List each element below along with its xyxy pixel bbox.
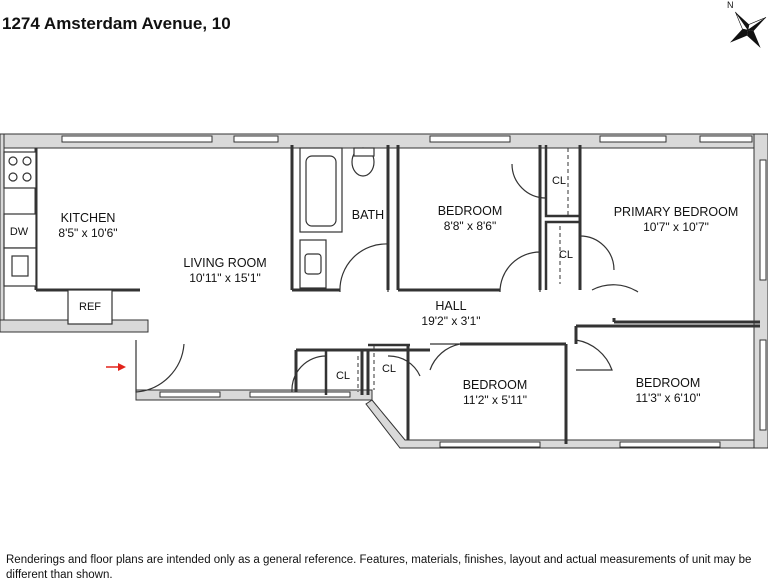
closet2-door: [579, 235, 615, 271]
bath-door: [339, 243, 389, 293]
hall-dims: 19'2" x 3'1": [421, 314, 480, 328]
living-room-dims: 10'11" x 15'1": [189, 271, 261, 285]
bedroom-1-label: BEDROOM: [438, 204, 503, 218]
burner-icon: [22, 156, 32, 166]
kitchen-fixtures: [3, 151, 113, 325]
closet1-door: [511, 163, 547, 199]
living-room-label: LIVING ROOM: [183, 256, 266, 270]
bedroom3-door: [575, 339, 613, 371]
compass-icon: N: [727, 0, 767, 49]
burner-icon: [8, 172, 18, 182]
dishwasher-label: DW: [10, 226, 29, 238]
closet3-door: [291, 355, 327, 393]
page-title: 1274 Amsterdam Avenue, 10: [2, 14, 231, 33]
closet-label: CL: [336, 370, 350, 382]
entry-arrow-icon: [106, 363, 126, 371]
burner-icon: [8, 156, 18, 166]
closet4-door: [387, 355, 421, 377]
primary-bedroom-dims: 10'7" x 10'7": [643, 220, 709, 234]
burner-icon: [22, 172, 32, 182]
bath-fixtures: [299, 147, 375, 289]
windows: [61, 135, 767, 448]
closet-label: CL: [559, 249, 573, 261]
primary-bedroom-label: PRIMARY BEDROOM: [614, 205, 739, 219]
bedroom-3-dims: 11'3" x 6'10": [636, 391, 701, 405]
bedroom2-door: [429, 343, 461, 371]
bedroom-3-label: BEDROOM: [636, 376, 701, 390]
kitchen-dims: 8'5" x 10'6": [58, 226, 117, 240]
disclaimer-text: Renderings and floor plans are intended …: [6, 554, 752, 581]
stove-icon: [3, 151, 37, 189]
vanity-icon: [299, 239, 327, 289]
bedroom-1-dims: 8'8" x 8'6": [444, 219, 496, 233]
primary-door: [591, 284, 639, 293]
refrigerator-label: REF: [79, 301, 101, 313]
closet-label: CL: [552, 175, 566, 187]
closet-walls: [324, 145, 580, 395]
bath-label: BATH: [352, 208, 384, 222]
bedroom-2-dims: 11'2" x 5'11": [463, 393, 527, 407]
doors: [135, 163, 639, 393]
bedroom-2-label: BEDROOM: [463, 378, 528, 392]
kitchen-label: KITCHEN: [61, 211, 116, 225]
compass-north-label: N: [727, 0, 734, 10]
closet-label: CL: [382, 363, 396, 375]
refrigerator-icon: [67, 289, 113, 325]
entry-door: [135, 340, 185, 393]
dishwasher-icon: [3, 213, 37, 249]
closet-rods: [357, 148, 569, 392]
bedroom1-door: [499, 251, 541, 293]
hall-label: HALL: [435, 299, 466, 313]
